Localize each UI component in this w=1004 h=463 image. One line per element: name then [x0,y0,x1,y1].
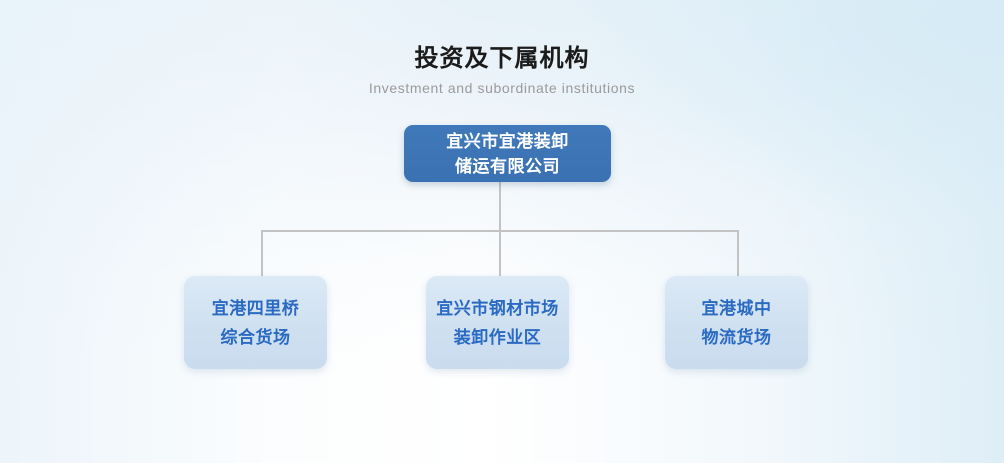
org-node-root-label: 宜兴市宜港装卸 储运有限公司 [446,131,569,176]
org-node-child-2[interactable]: 宜兴市钢材市场 装卸作业区 [426,276,569,369]
connector-drop-child-2 [499,230,501,277]
org-node-child-1[interactable]: 宜港四里桥 综合货场 [184,276,327,369]
connector-drop-child-3 [737,230,739,277]
connector-drop-child-1 [261,230,263,277]
org-node-child-2-label: 宜兴市钢材市场 装卸作业区 [436,298,559,347]
org-node-root[interactable]: 宜兴市宜港装卸 储运有限公司 [404,125,611,182]
connector-root-stem [499,182,501,232]
page-title: 投资及下属机构 [414,45,590,72]
page-subtitle: Investment and subordinate institutions [368,80,636,96]
org-node-child-3-label: 宜港城中 物流货场 [701,298,772,347]
org-node-child-3[interactable]: 宜港城中 物流货场 [665,276,808,369]
org-node-child-1-label: 宜港四里桥 综合货场 [211,298,300,347]
section-header: 投资及下属机构 Investment and subordinate insti… [0,44,1004,97]
